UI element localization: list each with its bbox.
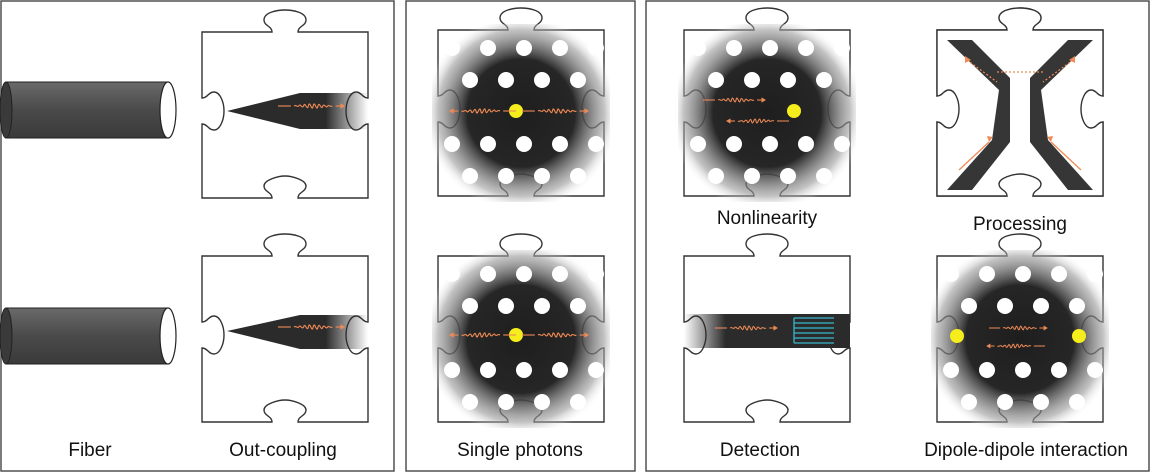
dipole-label: Dipole-dipole interaction [924, 440, 1128, 461]
detector-nanowire [793, 317, 834, 344]
panel-left-frame [0, 0, 395, 472]
detection-label: Detection [720, 440, 800, 461]
optical-fiber-top [0, 81, 177, 139]
quantum-emitter-dot [787, 104, 801, 118]
single-photons-label: Single photons [457, 440, 583, 461]
nonlinearity-tile [678, 7, 856, 202]
processing-label: Processing [973, 214, 1067, 235]
panel-middle-frame [405, 0, 636, 472]
nonlinearity-label: Nonlinearity [717, 208, 818, 229]
processing-tile [936, 7, 1104, 197]
optical-fiber-bottom [0, 307, 177, 365]
outcoupling-label: Out-coupling [229, 440, 337, 461]
quantum-emitter-dot [950, 329, 964, 343]
outcoupling-tile-bottom [201, 233, 369, 423]
fiber-label: Fiber [68, 440, 112, 461]
outcoupling-tile-top [201, 9, 369, 199]
detection-tile [683, 233, 851, 423]
single-photon-source-tile-bottom [432, 233, 610, 428]
single-photon-source-tile-top [432, 7, 610, 202]
quantum-emitter-dot [509, 328, 523, 342]
dipole-dipole-tile [931, 233, 1109, 428]
quantum-emitter-dot [509, 104, 523, 118]
panel-right-frame [645, 0, 1150, 472]
quantum-emitter-dot [1072, 329, 1086, 343]
